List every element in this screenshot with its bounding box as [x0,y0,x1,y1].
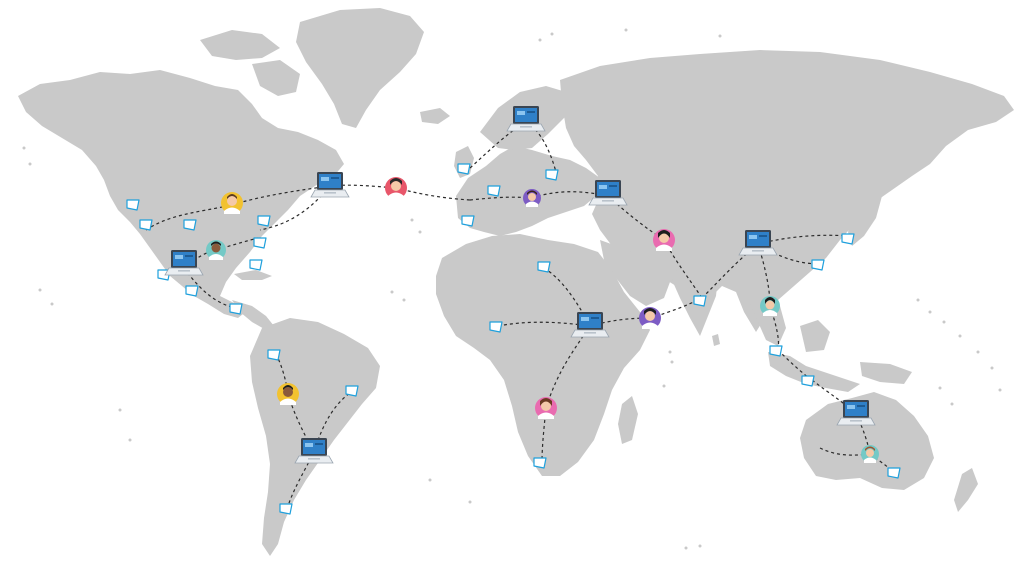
location-pin-icon [461,215,475,227]
new-guinea-landmass [860,362,912,384]
route-segment [855,413,871,455]
location-pin-icon [345,385,359,397]
location-pin-icon [457,163,471,175]
location-pin-icon [811,259,825,271]
location-pin-icon [487,185,501,197]
location-pin-icon [185,285,199,297]
indonesia-landmass [768,352,860,392]
africa-landmass [436,234,650,476]
location-pin-icon [279,503,293,515]
location-pin-icon [249,259,263,271]
north-america-landmass [18,70,344,318]
location-pin-icon [545,169,559,181]
location-pin-icon [257,215,271,227]
location-pin-icon [693,295,707,307]
avatar [653,229,675,251]
location-pin-icon [126,199,140,211]
madagascar-landmass [618,396,638,444]
iceland-landmass [420,108,450,124]
sri-lanka-landmass [712,334,720,346]
borneo-landmass [800,320,830,352]
route-segment [811,379,857,415]
avatar [760,296,780,316]
avatar [535,397,557,419]
route-segment [543,267,591,327]
avatar [385,177,407,199]
avatars [206,177,879,463]
avatar [206,240,226,260]
route-segment [183,249,217,269]
location-pin-icon [533,457,547,469]
avatar [861,445,879,463]
australia-landmass [800,392,934,490]
route-segment [701,243,759,299]
south-america-landmass [250,318,380,556]
location-pin-icon [229,303,243,315]
location-pin-icon [253,237,267,249]
location-pin-icon [841,233,855,245]
cuba-landmass [234,270,272,280]
avatar [523,189,541,207]
asia-landmass [560,50,1014,332]
route-segment [525,121,557,173]
route-segment [287,393,315,453]
location-pin-icon [537,261,551,273]
arctic-islands [200,30,280,60]
avatar [639,307,661,329]
island-dots [22,28,1002,550]
location-pin-icon [887,467,901,479]
location-pin-icon [183,219,197,231]
location-pin-icon [801,375,815,387]
avatar [221,192,243,214]
route-segment [231,185,331,206]
arabian-peninsula [600,240,670,306]
baffin-island [252,60,300,96]
central-america-landmass [232,300,274,330]
avatar [277,383,299,405]
route-segment [287,451,315,507]
location-pin-icon [489,321,503,333]
route-segment [259,185,331,231]
japan-landmass [848,188,882,246]
greenland-landmass [296,8,424,128]
continents [18,8,1014,556]
route-segment [329,184,397,189]
location-pin-icon [139,219,153,231]
route-segment [819,447,871,456]
location-pin-icon [769,345,783,357]
location-pin-icon [267,349,281,361]
route-segment [215,237,259,251]
new-zealand-landmass [954,468,978,512]
